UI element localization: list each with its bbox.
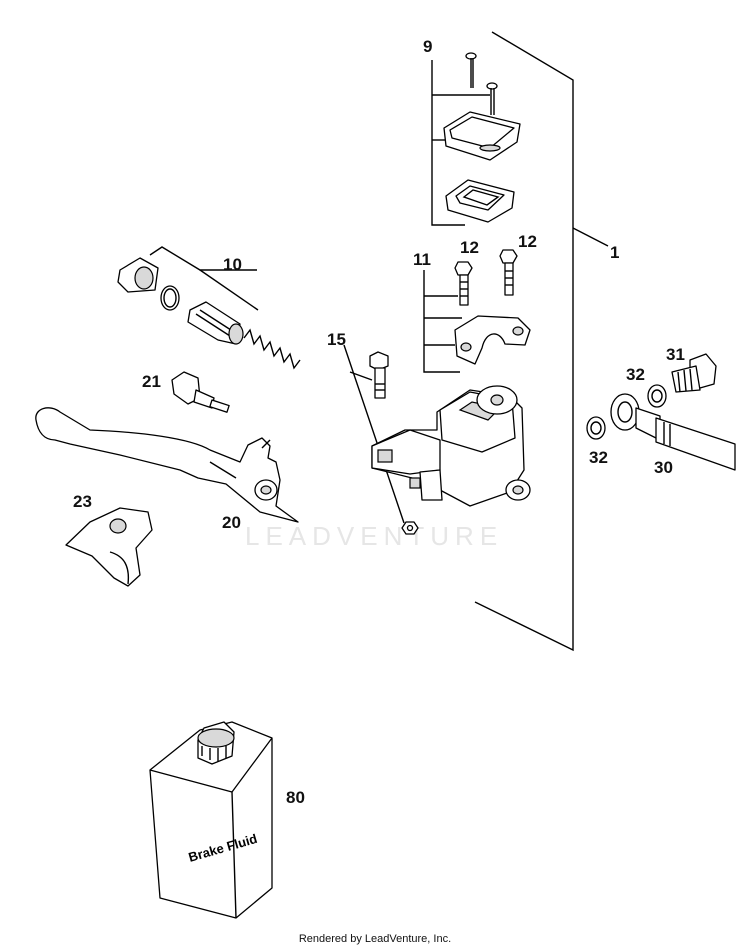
circlip: [160, 285, 180, 311]
brake-fluid-bottle: Brake Fluid: [149, 721, 273, 919]
pivot-nut: [401, 521, 419, 535]
parts-diagram: LEADVENTURE: [35, 31, 736, 919]
return-spring: [243, 328, 301, 370]
piston: [187, 301, 244, 345]
bracket-11: [423, 270, 462, 373]
brake-line-banjo: [610, 393, 736, 471]
cap-screw-2: [486, 82, 498, 115]
callout-10: 10: [223, 255, 242, 274]
clamp-bolt-left: [454, 261, 473, 306]
leader-15: [343, 344, 405, 524]
reservoir-cap: [443, 111, 521, 161]
banjo-washer-2: [586, 416, 606, 440]
callout-1: 1: [610, 243, 619, 262]
piston-kit-lines: [149, 246, 259, 311]
brake-lever: [35, 407, 299, 523]
callout-15: 15: [327, 330, 346, 349]
callout-21: 21: [142, 372, 161, 391]
diaphragm-gasket: [445, 179, 515, 223]
callout-12b: 12: [518, 232, 537, 251]
callout-20: 20: [222, 513, 241, 532]
callout-30: 30: [654, 458, 673, 477]
callout-32b: 32: [589, 448, 608, 467]
lever-adjuster: [171, 371, 230, 413]
pivot-bolt: [369, 351, 389, 399]
cap-screw-1: [465, 52, 477, 88]
callout-12a: 12: [460, 238, 479, 257]
callout-80: 80: [286, 788, 305, 807]
lever-guard: [65, 507, 153, 587]
dust-boot: [117, 257, 159, 293]
clamp-bolt-right: [499, 249, 518, 296]
callout-11: 11: [413, 250, 431, 269]
callout-31: 31: [666, 345, 685, 364]
assembly-bracket-1: [474, 31, 609, 652]
handlebar-clamp: [454, 315, 531, 365]
watermark: LEADVENTURE: [245, 521, 503, 551]
banjo-bolt: [671, 353, 717, 393]
footer-credit: Rendered by LeadVenture, Inc.: [298, 933, 452, 945]
master-cylinder-body: [371, 385, 531, 507]
callout-32a: 32: [626, 365, 645, 384]
banjo-washer-1: [647, 384, 667, 408]
leader-15b: [349, 371, 373, 381]
callout-23: 23: [73, 492, 92, 511]
callout-9: 9: [423, 37, 432, 56]
